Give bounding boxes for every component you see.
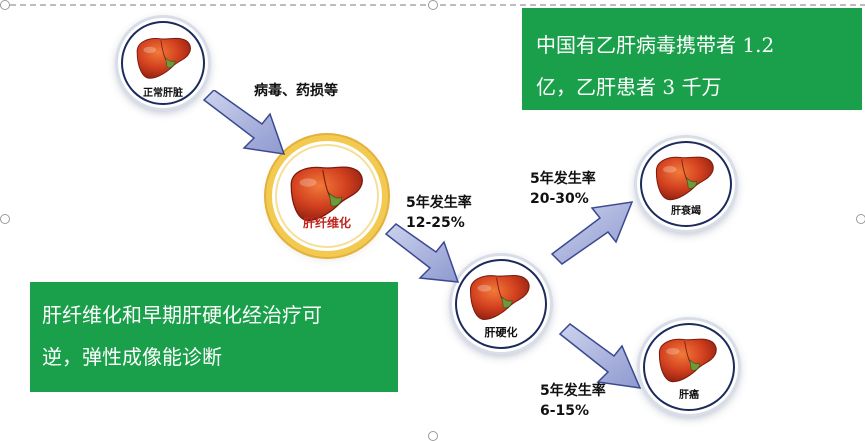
liver-icon <box>136 37 191 79</box>
note-hbv-statistics: 中国有乙肝病毒携带者 1.2 亿，乙肝患者 3 千万 <box>522 8 862 110</box>
node-ring <box>640 141 732 227</box>
edge-label-to-cirrhosis: 5年发生率 12-25% <box>406 193 472 233</box>
node-liver-failure: 肝衰竭 <box>637 138 735 230</box>
liver-icon <box>658 338 717 383</box>
edge-label-to-cancer: 5年发生率 6-15% <box>540 381 606 421</box>
arrow-cirrhosis-to-cancer <box>558 323 642 389</box>
note-line: 亿，乙肝患者 3 千万 <box>536 75 722 99</box>
rate-value: 20-30% <box>530 191 589 207</box>
rate-value: 12-25% <box>406 215 465 231</box>
node-label: 肝癌 <box>679 390 699 401</box>
node-label: 肝纤维化 <box>302 216 351 230</box>
node-label: 肝硬化 <box>484 326 518 339</box>
node-ring <box>455 259 547 349</box>
note-line: 逆，弹性成像能诊断 <box>42 345 222 369</box>
node-ring <box>121 21 205 105</box>
handle-left-middle[interactable] <box>0 214 10 224</box>
note-line: 中国有乙肝病毒携带者 1.2 <box>536 33 775 57</box>
node-liver-cancer: 肝癌 <box>640 320 738 414</box>
node-ring <box>275 144 379 248</box>
edge-label-to-failure: 5年发生率 20-30% <box>530 169 596 209</box>
arrow-normal-to-fibrosis <box>202 90 286 155</box>
handle-right-middle[interactable] <box>856 214 865 224</box>
liver-icon <box>469 274 530 320</box>
rate-title: 5年发生率 <box>530 171 596 187</box>
node-label: 正常肝脏 <box>143 88 183 99</box>
handle-top-middle[interactable] <box>428 0 438 10</box>
rate-title: 5年发生率 <box>406 195 472 211</box>
handle-top-left[interactable] <box>0 0 10 10</box>
edge-label-cause: 病毒、药损等 <box>254 83 338 99</box>
liver-icon <box>655 156 714 201</box>
note-reversibility: 肝纤维化和早期肝硬化经治疗可 逆，弹性成像能诊断 <box>30 282 398 392</box>
rate-value: 6-15% <box>540 403 590 419</box>
node-ring <box>643 323 735 411</box>
node-label: 肝衰竭 <box>671 206 701 217</box>
arrow-cirrhosis-to-failure <box>550 201 634 265</box>
rate-title: 5年发生率 <box>540 383 606 399</box>
note-line: 肝纤维化和早期肝硬化经治疗可 <box>42 303 322 327</box>
node-liver-cirrhosis: 肝硬化 <box>452 256 550 352</box>
node-liver-fibrosis: 肝纤维化 <box>272 141 382 251</box>
arrow-fibrosis-to-cirrhosis <box>384 223 460 283</box>
node-normal-liver: 正常肝脏 <box>118 18 208 108</box>
